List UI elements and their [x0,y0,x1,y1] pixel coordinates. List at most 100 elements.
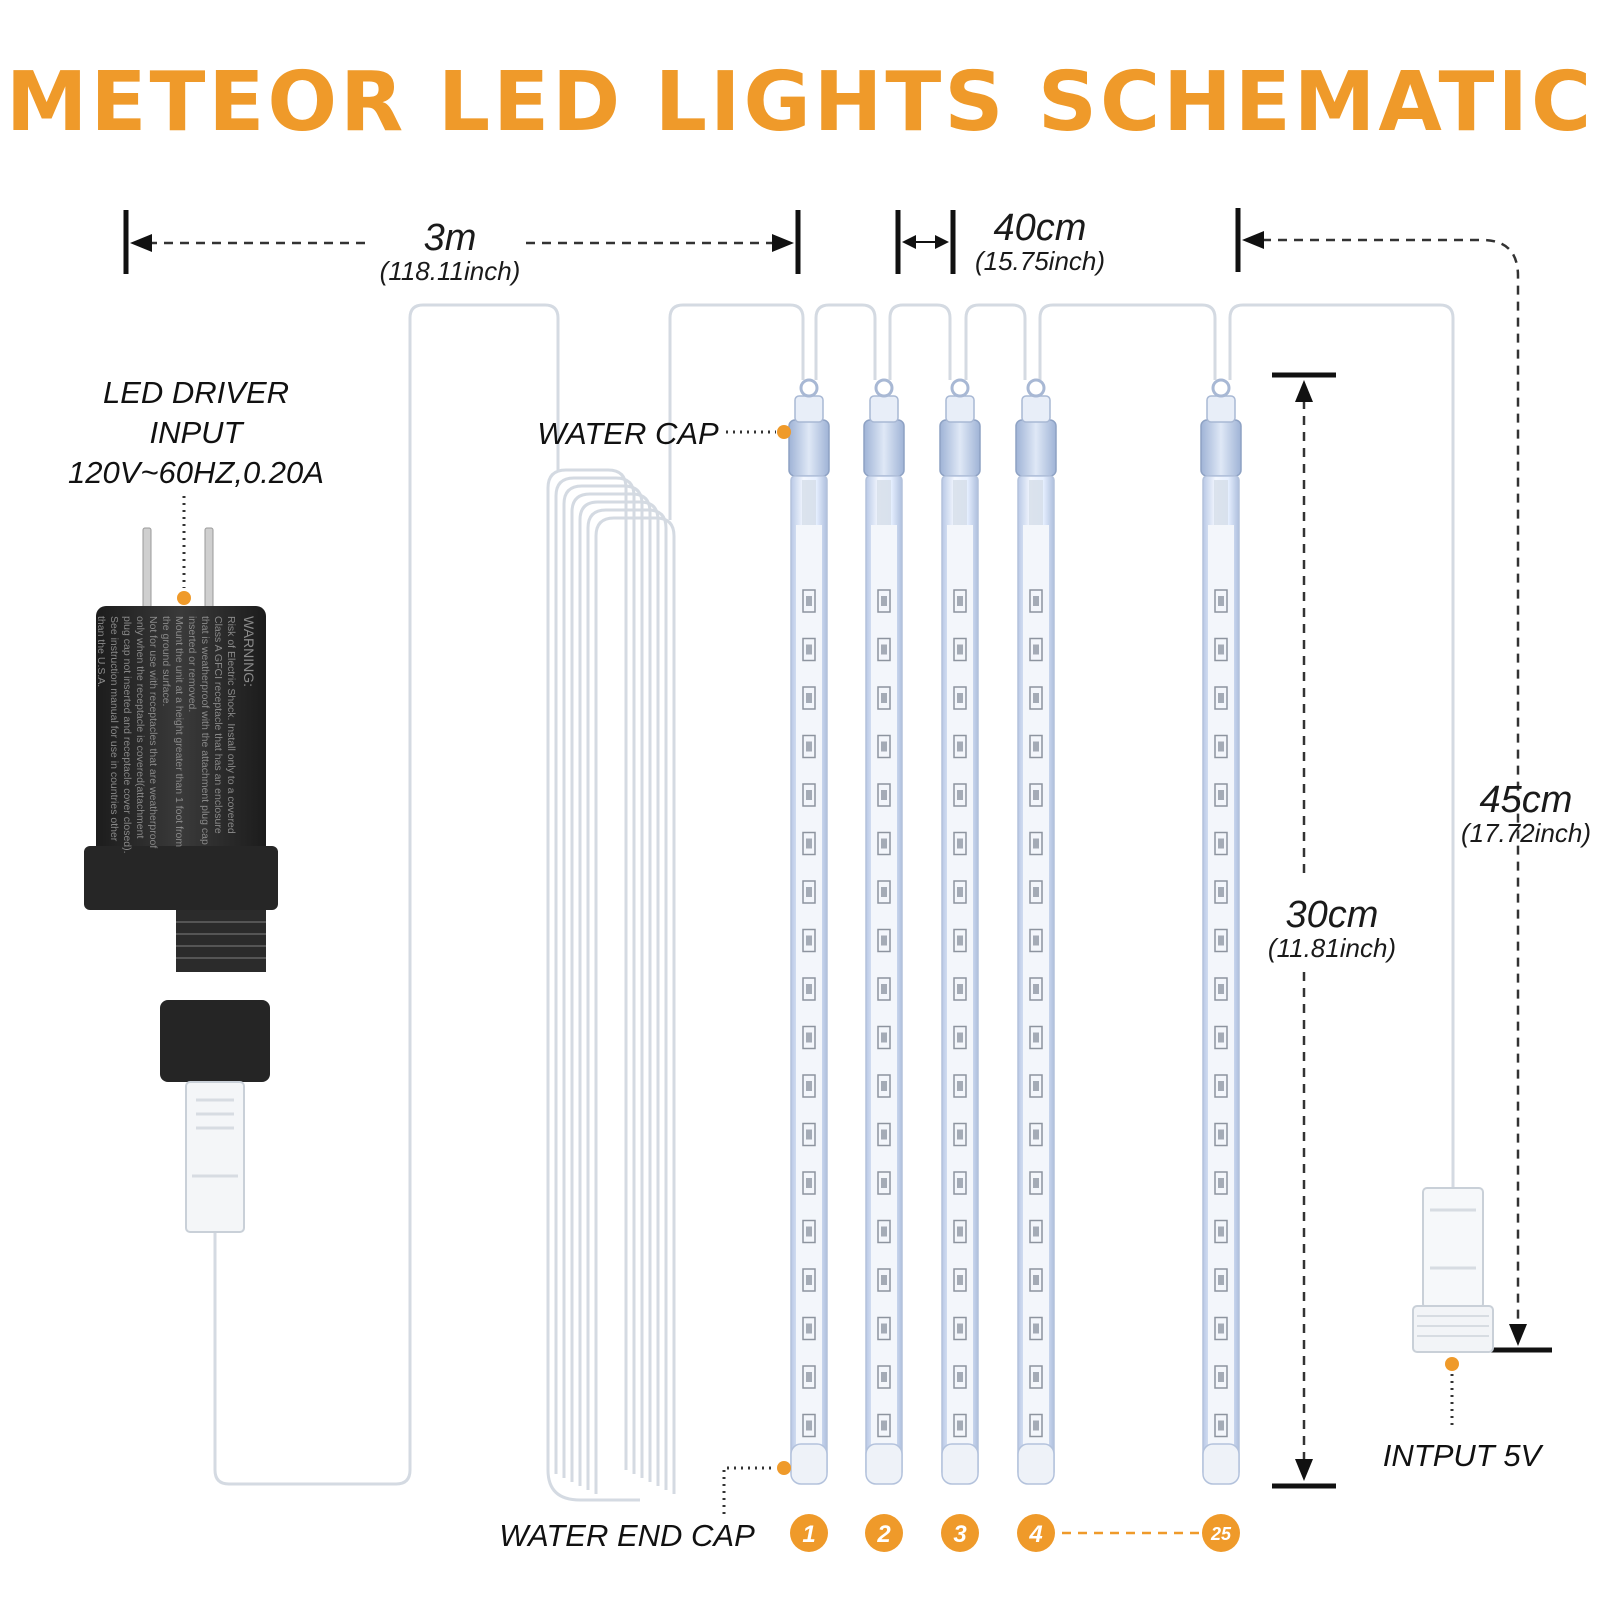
led-pad [957,644,963,655]
led-chip [953,1316,967,1341]
led-pad [1218,1129,1224,1140]
led-chip [877,1413,891,1438]
cap-top [1021,395,1051,423]
led-pad [957,935,963,946]
led-chip [953,1122,967,1147]
arrow-left-icon [130,234,152,252]
water-end-cap [865,1443,903,1485]
callout-dot [777,425,791,439]
hang-loop [1026,378,1046,398]
led-chip [1029,734,1043,759]
led-chip [953,1171,967,1195]
led-chip [877,783,891,807]
led-pad [1033,1178,1039,1188]
led-pad [806,1275,812,1285]
led-column [1029,589,1043,1438]
led-pad [881,644,887,655]
led-chip [802,1171,816,1195]
led-chip [802,1365,816,1389]
led-pad [1218,887,1224,897]
led-pad [1033,1226,1039,1237]
led-pad [957,1372,963,1382]
led-pad [881,935,887,946]
led-chip [1214,686,1228,710]
led-pad [1218,1226,1224,1237]
tube-number-badges: 1 2 3 4 25 [790,1514,1240,1552]
tube-length-main: 30cm [1286,894,1379,936]
led-chip [877,1316,891,1341]
warning-line: that is weatherproof with the attachment… [199,616,211,845]
water-end-cap-label: WATER END CAP [499,1461,791,1553]
driver-label: LED DRIVER INPUT 120V~60HZ,0.20A [68,375,324,605]
warning-line: Class A GFCI receptacle that has an encl… [212,616,224,834]
led-chip [877,589,891,613]
led-pad [957,1081,963,1091]
led-column [1214,589,1228,1438]
led-pad [1218,790,1224,800]
plug-sleeve [1422,1187,1484,1309]
led-chip [877,1219,891,1244]
led-pad [1218,1372,1224,1382]
led-pad [806,1032,812,1043]
dimension-line [1262,238,1520,1320]
led-pad [1218,1032,1224,1043]
led-chip [953,1025,967,1050]
led-pad [1218,1323,1224,1334]
led-pad [1033,887,1039,897]
led-chip [1214,831,1228,856]
led-pad [1033,935,1039,946]
tube-wires [1029,480,1043,530]
arrow-down-icon [1295,1459,1313,1481]
cable-coil [570,492,652,1482]
led-pad [1033,741,1039,752]
led-chip [953,928,967,953]
led-column [802,589,816,1438]
led-pad [881,1420,887,1431]
led-tube [788,378,830,1485]
warning-line: only when the receptacle is covered(atta… [134,616,146,838]
led-pad [957,984,963,994]
callout-dot [177,591,191,605]
cap-top [794,395,824,423]
led-pad [1218,596,1224,606]
led-chip [1214,637,1228,662]
badge-number: 1 [802,1521,815,1548]
led-chip [1029,977,1043,1001]
led-pad [881,1323,887,1334]
callout-dot [777,1461,791,1475]
led-pad [1218,1275,1224,1285]
link-2-3 [888,303,952,380]
cable-to-tube-1 [668,303,805,520]
led-chip [953,589,967,613]
arrow-left-icon [1242,231,1264,249]
led-pad [1218,1178,1224,1188]
hang-loop [799,378,819,398]
led-pad [1033,596,1039,606]
led-pad [806,935,812,946]
led-driver-adapter: WARNING: Risk of Electric Shock. Install… [84,527,278,1233]
cable-length-dimension: 3m (118.11inch) [123,210,801,286]
led-chip [1029,637,1043,662]
led-chip [1029,928,1043,953]
led-chip [1029,1025,1043,1050]
led-chip [1029,1316,1043,1341]
tube-spacing-main: 40cm [994,207,1087,249]
driver-label-line2: INPUT [150,415,245,450]
led-chip [953,831,967,856]
led-pad [806,741,812,752]
led-chip [877,831,891,856]
led-pad [881,1178,887,1188]
badge-number: 4 [1028,1521,1042,1548]
hang-loop [950,378,970,398]
hang-loop [874,378,894,398]
cable-coil-bottom [546,1469,640,1502]
cable-coil [562,484,644,1478]
water-cap [939,419,981,477]
led-chip [953,1413,967,1438]
led-pad [881,1275,887,1285]
tube-number-badge: 3 [941,1514,979,1552]
led-pad [957,838,963,849]
led-pad [1033,790,1039,800]
led-chip [802,1316,816,1341]
link-3-4 [964,303,1027,380]
